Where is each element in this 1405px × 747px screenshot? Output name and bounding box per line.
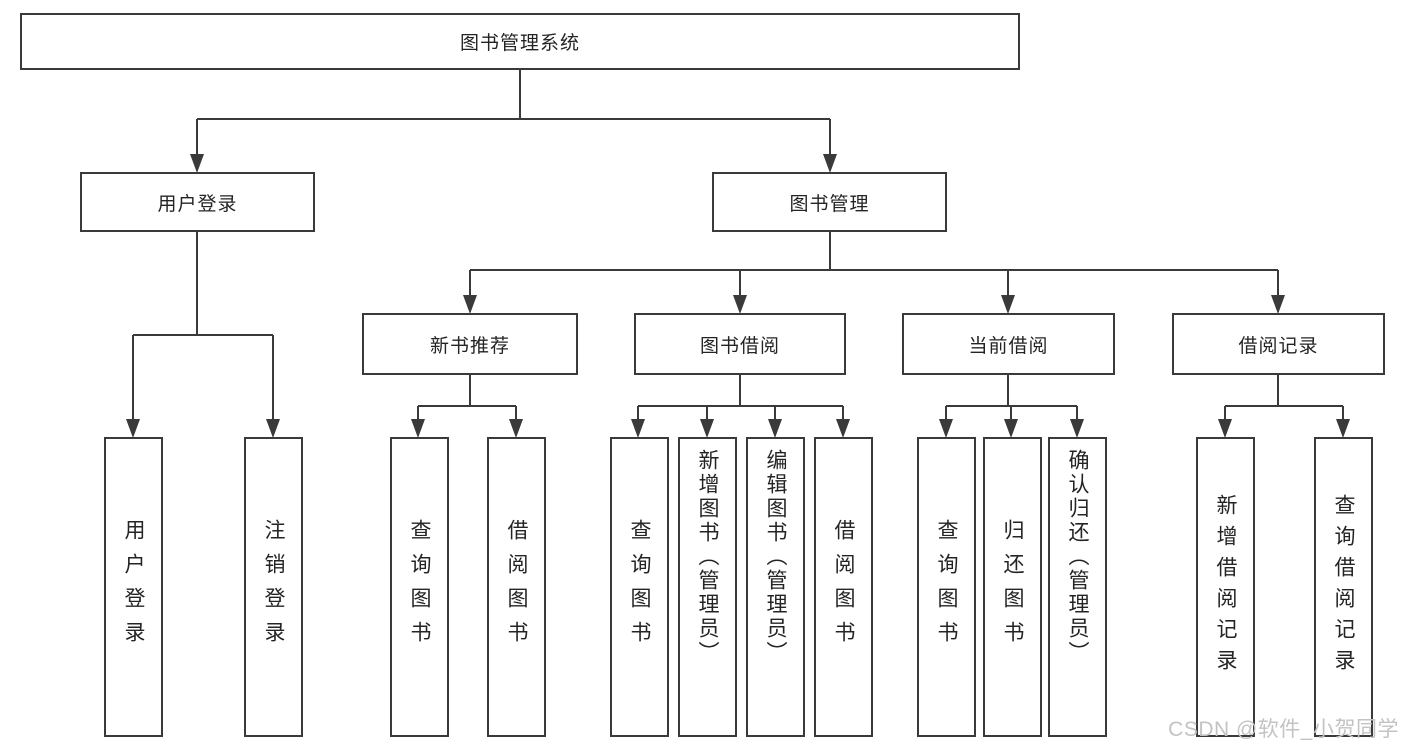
node-borrow-records: 借阅记录 [1172,313,1385,375]
node-library-system: 图书管理系统 [20,13,1020,70]
leaf-borrow-books: 借阅图书 [814,437,873,737]
leaf-query-borrow-record: 查询借阅记录 [1314,437,1373,737]
leaf-user-login: 用户登录 [104,437,163,737]
leaf-add-borrow-record: 新增借阅记录 [1196,437,1255,737]
node-current-borrow: 当前借阅 [902,313,1115,375]
leaf-query-books: 查询图书 [610,437,669,737]
leaf-borrow-books: 借阅图书 [487,437,546,737]
node-new-book-recommend: 新书推荐 [362,313,578,375]
arrowheads [126,154,1350,438]
leaf-confirm-return-admin: 确认归还（管理员） [1048,437,1107,737]
csdn-watermark: CSDN @软件_小贺同学 [1168,718,1399,741]
node-user-login: 用户登录 [80,172,315,232]
leaf-query-books: 查询图书 [390,437,449,737]
leaf-edit-books-admin: 编辑图书（管理员） [746,437,805,737]
node-book-borrow: 图书借阅 [634,313,846,375]
node-book-management: 图书管理 [712,172,947,232]
leaf-add-books-admin: 新增图书（管理员） [678,437,737,737]
leaf-query-books: 查询图书 [917,437,976,737]
leaf-return-books: 归还图书 [983,437,1042,737]
leaf-logout: 注销登录 [244,437,303,737]
